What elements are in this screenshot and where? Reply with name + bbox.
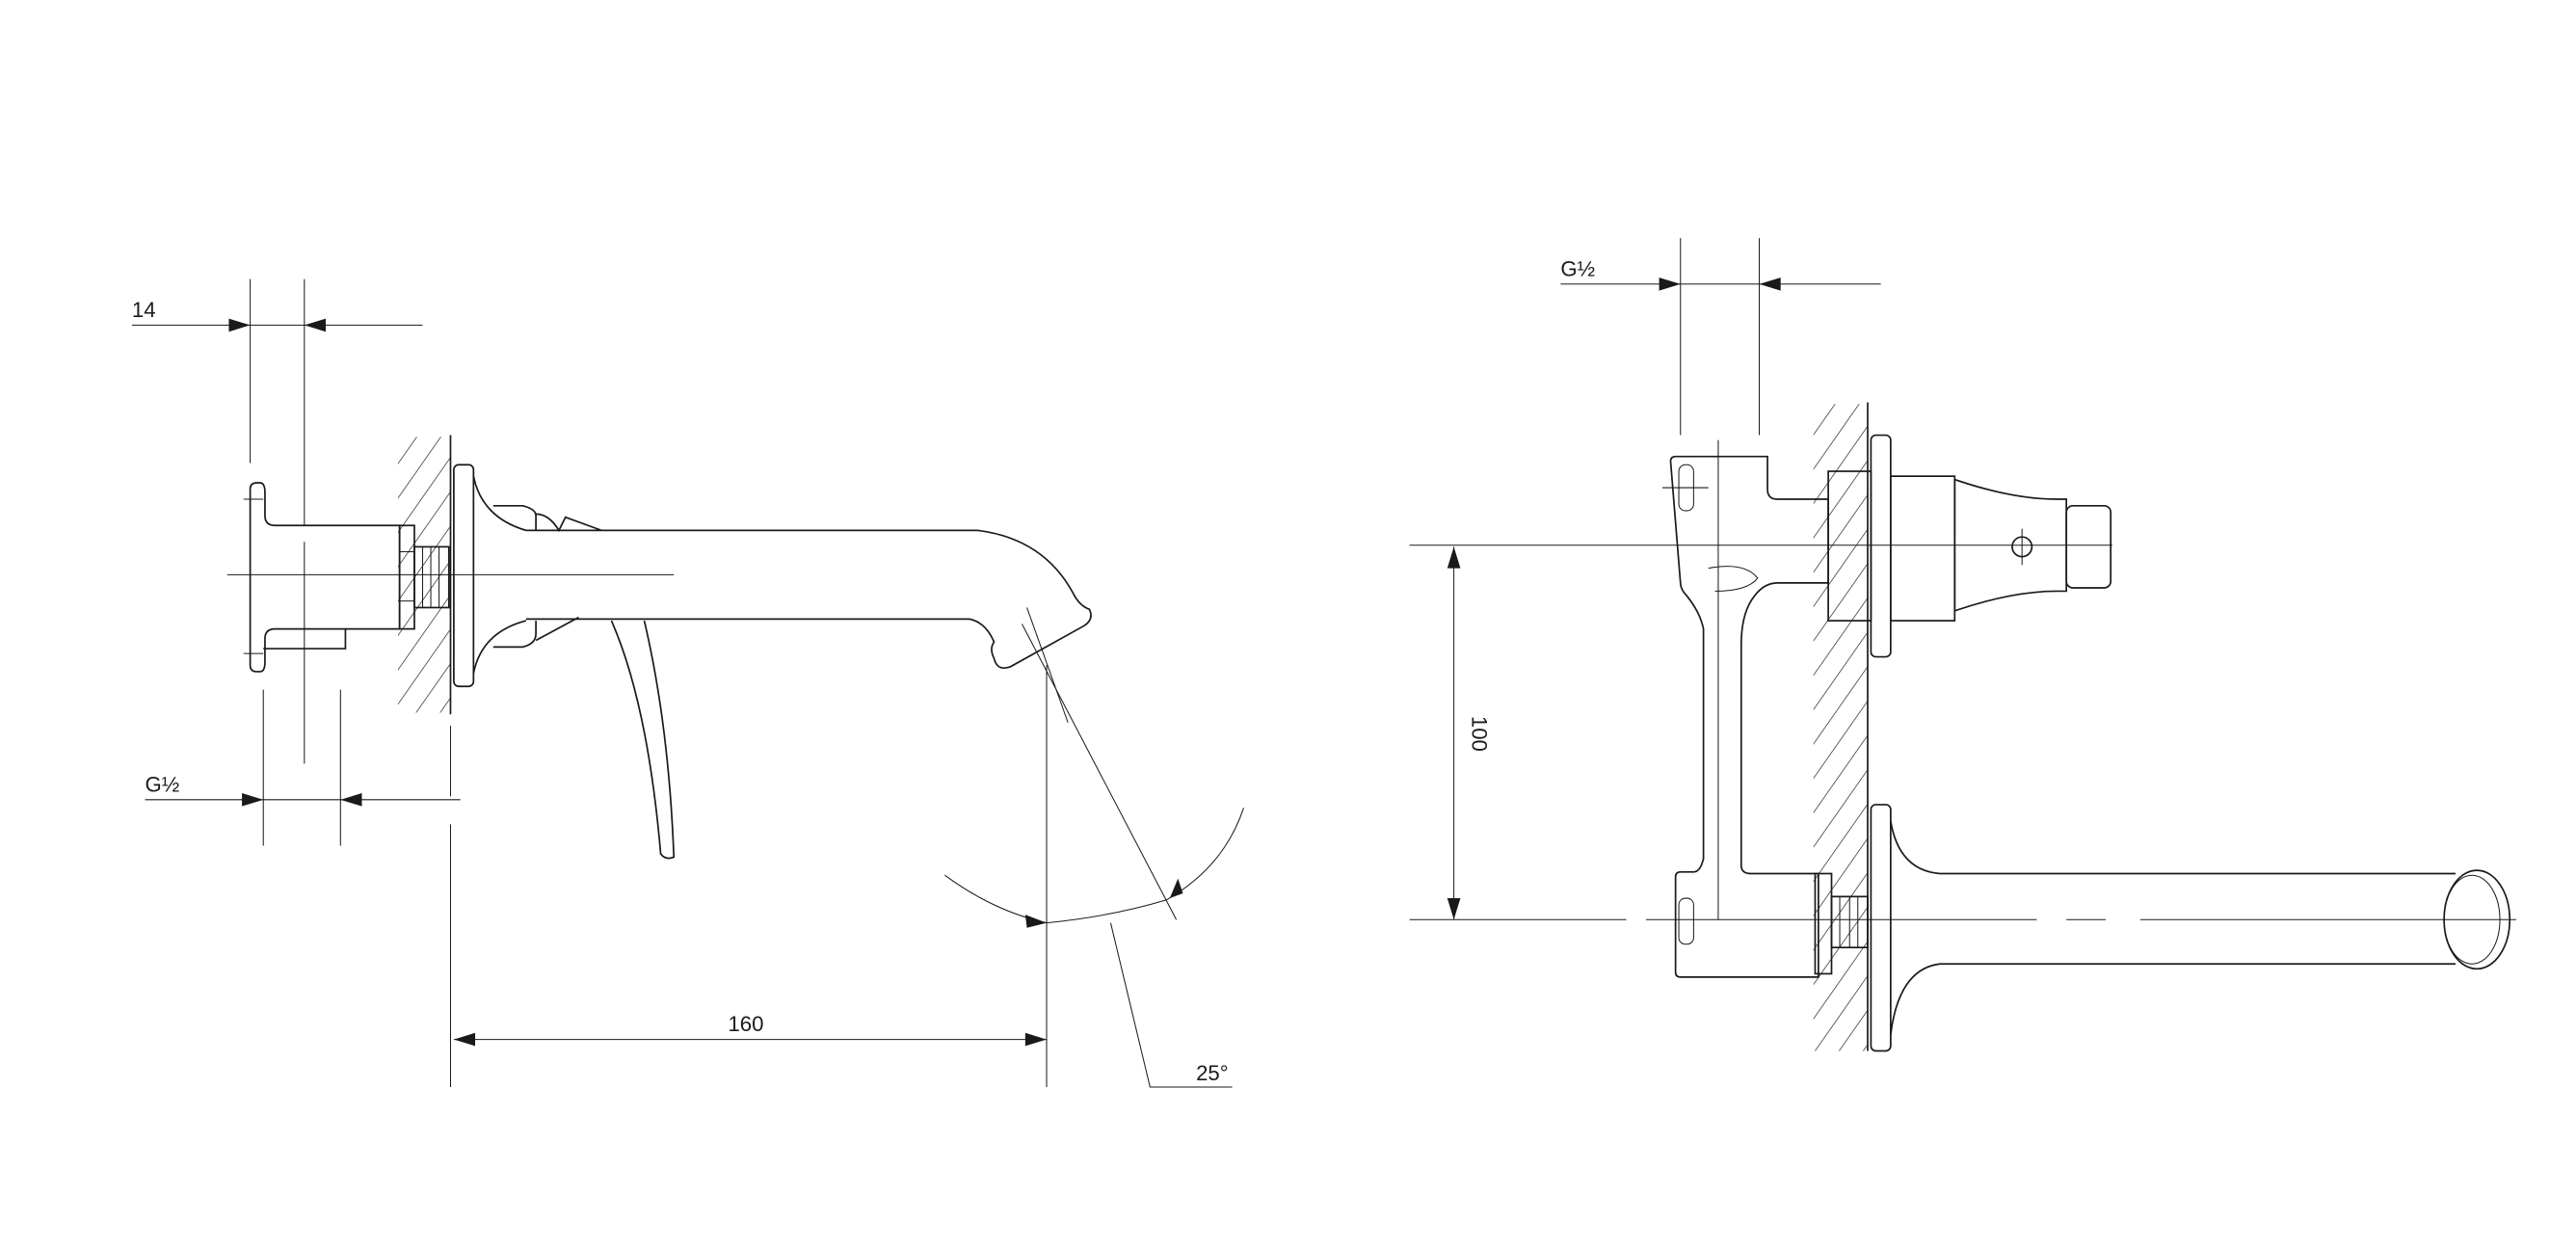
dimension-thread: G½ [1560,238,1881,436]
cartridge-handle [1827,434,2112,658]
dimension-thread-label: G½ [1560,256,1595,280]
dimension-projection-label: 160 [728,1012,763,1036]
dimension-thread-label: G½ [146,772,180,796]
spout [1870,804,2511,1052]
dimension-spacing: 100 [1447,546,1491,920]
dimension-angle: 25° [944,624,1244,1088]
wall-section [1813,402,1869,1051]
lever-handle [610,620,676,860]
mixer-body [1661,455,1869,978]
dimension-spacing-label: 100 [1467,716,1491,752]
front-view: G½ 100 [1409,238,2517,1052]
dimension-angle-label: 25° [1196,1061,1228,1085]
spout [453,464,1092,723]
dimension-thread: G½ [146,689,461,846]
dimension-offset: 14 [132,279,423,764]
dimension-offset-label: 14 [132,298,156,322]
wall-section [397,435,452,1088]
side-view: 14 G½ 160 25° [132,279,1244,1088]
valve-body [243,482,450,673]
dimension-projection: 160 [453,665,1048,1088]
